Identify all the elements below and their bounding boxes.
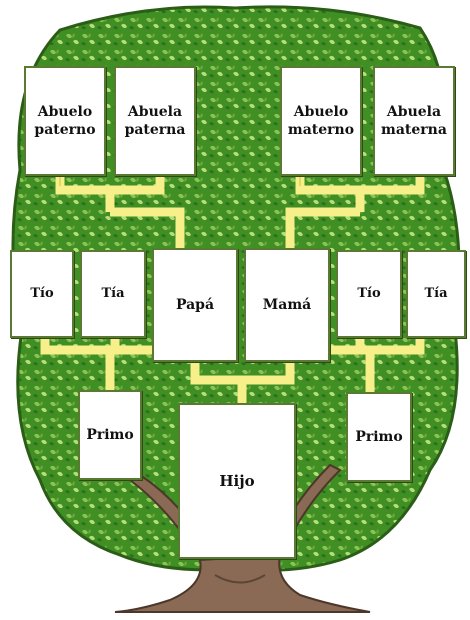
maternal-grandmother-label: Abuela materna xyxy=(381,103,447,139)
uncle-right-label: Tío xyxy=(357,285,380,303)
maternal-grandfather-box: Abuelo materno xyxy=(280,66,362,176)
child-box: Hijo xyxy=(178,403,296,559)
child-label: Hijo xyxy=(219,472,254,490)
father-label: Papá xyxy=(176,296,214,314)
mother-box: Mamá xyxy=(244,248,330,362)
paternal-grandfather-box: Abuelo paterno xyxy=(24,66,106,176)
aunt-right-label: Tía xyxy=(424,285,447,303)
maternal-grandmother-box: Abuela materna xyxy=(373,66,455,176)
maternal-grandfather-label: Abuelo materno xyxy=(288,103,354,139)
paternal-grandmother-box: Abuela paterna xyxy=(114,66,196,176)
paternal-grandmother-label: Abuela paterna xyxy=(125,103,186,139)
father-box: Papá xyxy=(152,248,238,362)
cousin-left-box: Primo xyxy=(78,390,142,480)
paternal-grandfather-label: Abuelo paterno xyxy=(34,103,95,139)
aunt-right-box: Tía xyxy=(406,250,466,338)
uncle-left-box: Tío xyxy=(10,250,74,338)
cousin-right-box: Primo xyxy=(346,392,412,482)
aunt-left-label: Tía xyxy=(101,285,124,303)
cousin-right-label: Primo xyxy=(355,428,402,446)
cousin-left-label: Primo xyxy=(86,426,133,444)
mother-label: Mamá xyxy=(263,296,311,314)
uncle-right-box: Tío xyxy=(336,250,402,338)
aunt-left-box: Tía xyxy=(80,250,146,338)
uncle-left-label: Tío xyxy=(30,285,53,303)
